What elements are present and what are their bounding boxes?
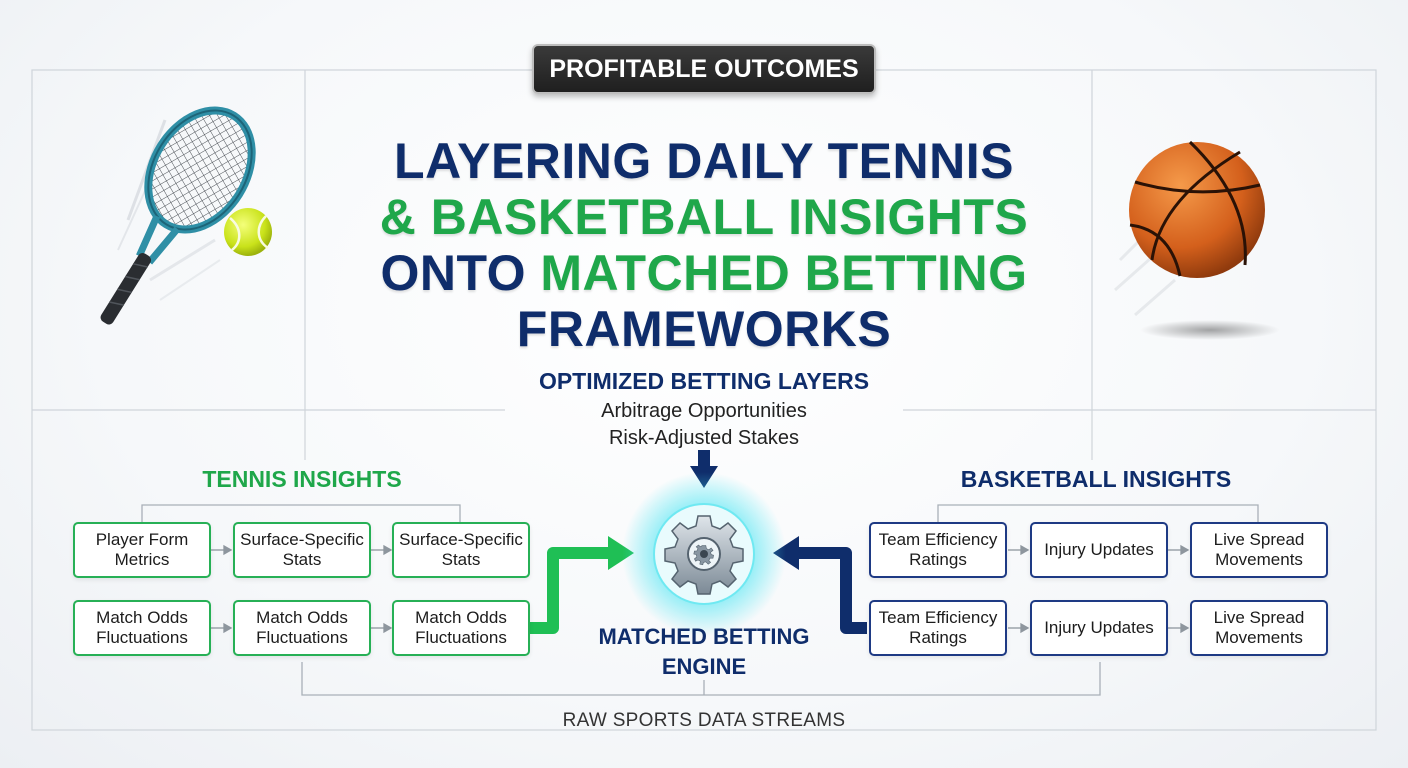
tennis-r1-c1: Player Form Metrics — [73, 522, 211, 578]
basketball-r1-c2: Injury Updates — [1030, 522, 1168, 578]
raw-data-label: RAW SPORTS DATA STREAMS — [562, 710, 846, 731]
tennis-insights-title: TENNIS INSIGHTS — [202, 466, 402, 492]
tennis-r1-c3: Surface-Specific Stats — [392, 522, 530, 578]
tennis-r2-c2: Match Odds Fluctuations — [233, 600, 371, 656]
basketball-r2-c1: Team Efficiency Ratings — [869, 600, 1007, 656]
basketball-icon — [1114, 140, 1280, 340]
title-line-2: & BASKETBALL INSIGHTS — [379, 189, 1029, 245]
tennis-r1-c2: Surface-Specific Stats — [233, 522, 371, 578]
engine-label-line-2: ENGINE — [661, 654, 747, 679]
title-line-3: ONTO MATCHED BETTING — [304, 244, 1104, 302]
gear-icon — [664, 515, 744, 595]
title-line-3-part-1: ONTO — [380, 245, 541, 301]
basketball-r2-c2: Injury Updates — [1030, 600, 1168, 656]
tennis-racket-icon — [100, 106, 272, 325]
optimized-layers-title: OPTIMIZED BETTING LAYERS — [538, 368, 870, 394]
basketball-r2-c3: Live Spread Movements — [1190, 600, 1328, 656]
engine-label: MATCHED BETTING ENGINE — [544, 622, 864, 682]
title-line-4: FRAMEWORKS — [516, 301, 892, 357]
layer-item-risk: Risk-Adjusted Stakes — [608, 427, 800, 449]
basketball-r1-c1: Team Efficiency Ratings — [869, 522, 1007, 578]
basketball-insights-title: BASKETBALL INSIGHTS — [960, 466, 1232, 492]
engine-label-line-1: MATCHED BETTING — [598, 624, 810, 649]
layer-item-arbitrage: Arbitrage Opportunities — [601, 400, 807, 422]
title-line-3-part-2: MATCHED BETTING — [540, 245, 1028, 301]
tennis-r2-c1: Match Odds Fluctuations — [73, 600, 211, 656]
profitable-outcomes-badge: PROFITABLE OUTCOMES — [532, 44, 876, 94]
title-line-1: LAYERING DAILY TENNIS — [394, 133, 1014, 189]
basketball-r1-c3: Live Spread Movements — [1190, 522, 1328, 578]
tennis-r2-c3: Match Odds Fluctuations — [392, 600, 530, 656]
